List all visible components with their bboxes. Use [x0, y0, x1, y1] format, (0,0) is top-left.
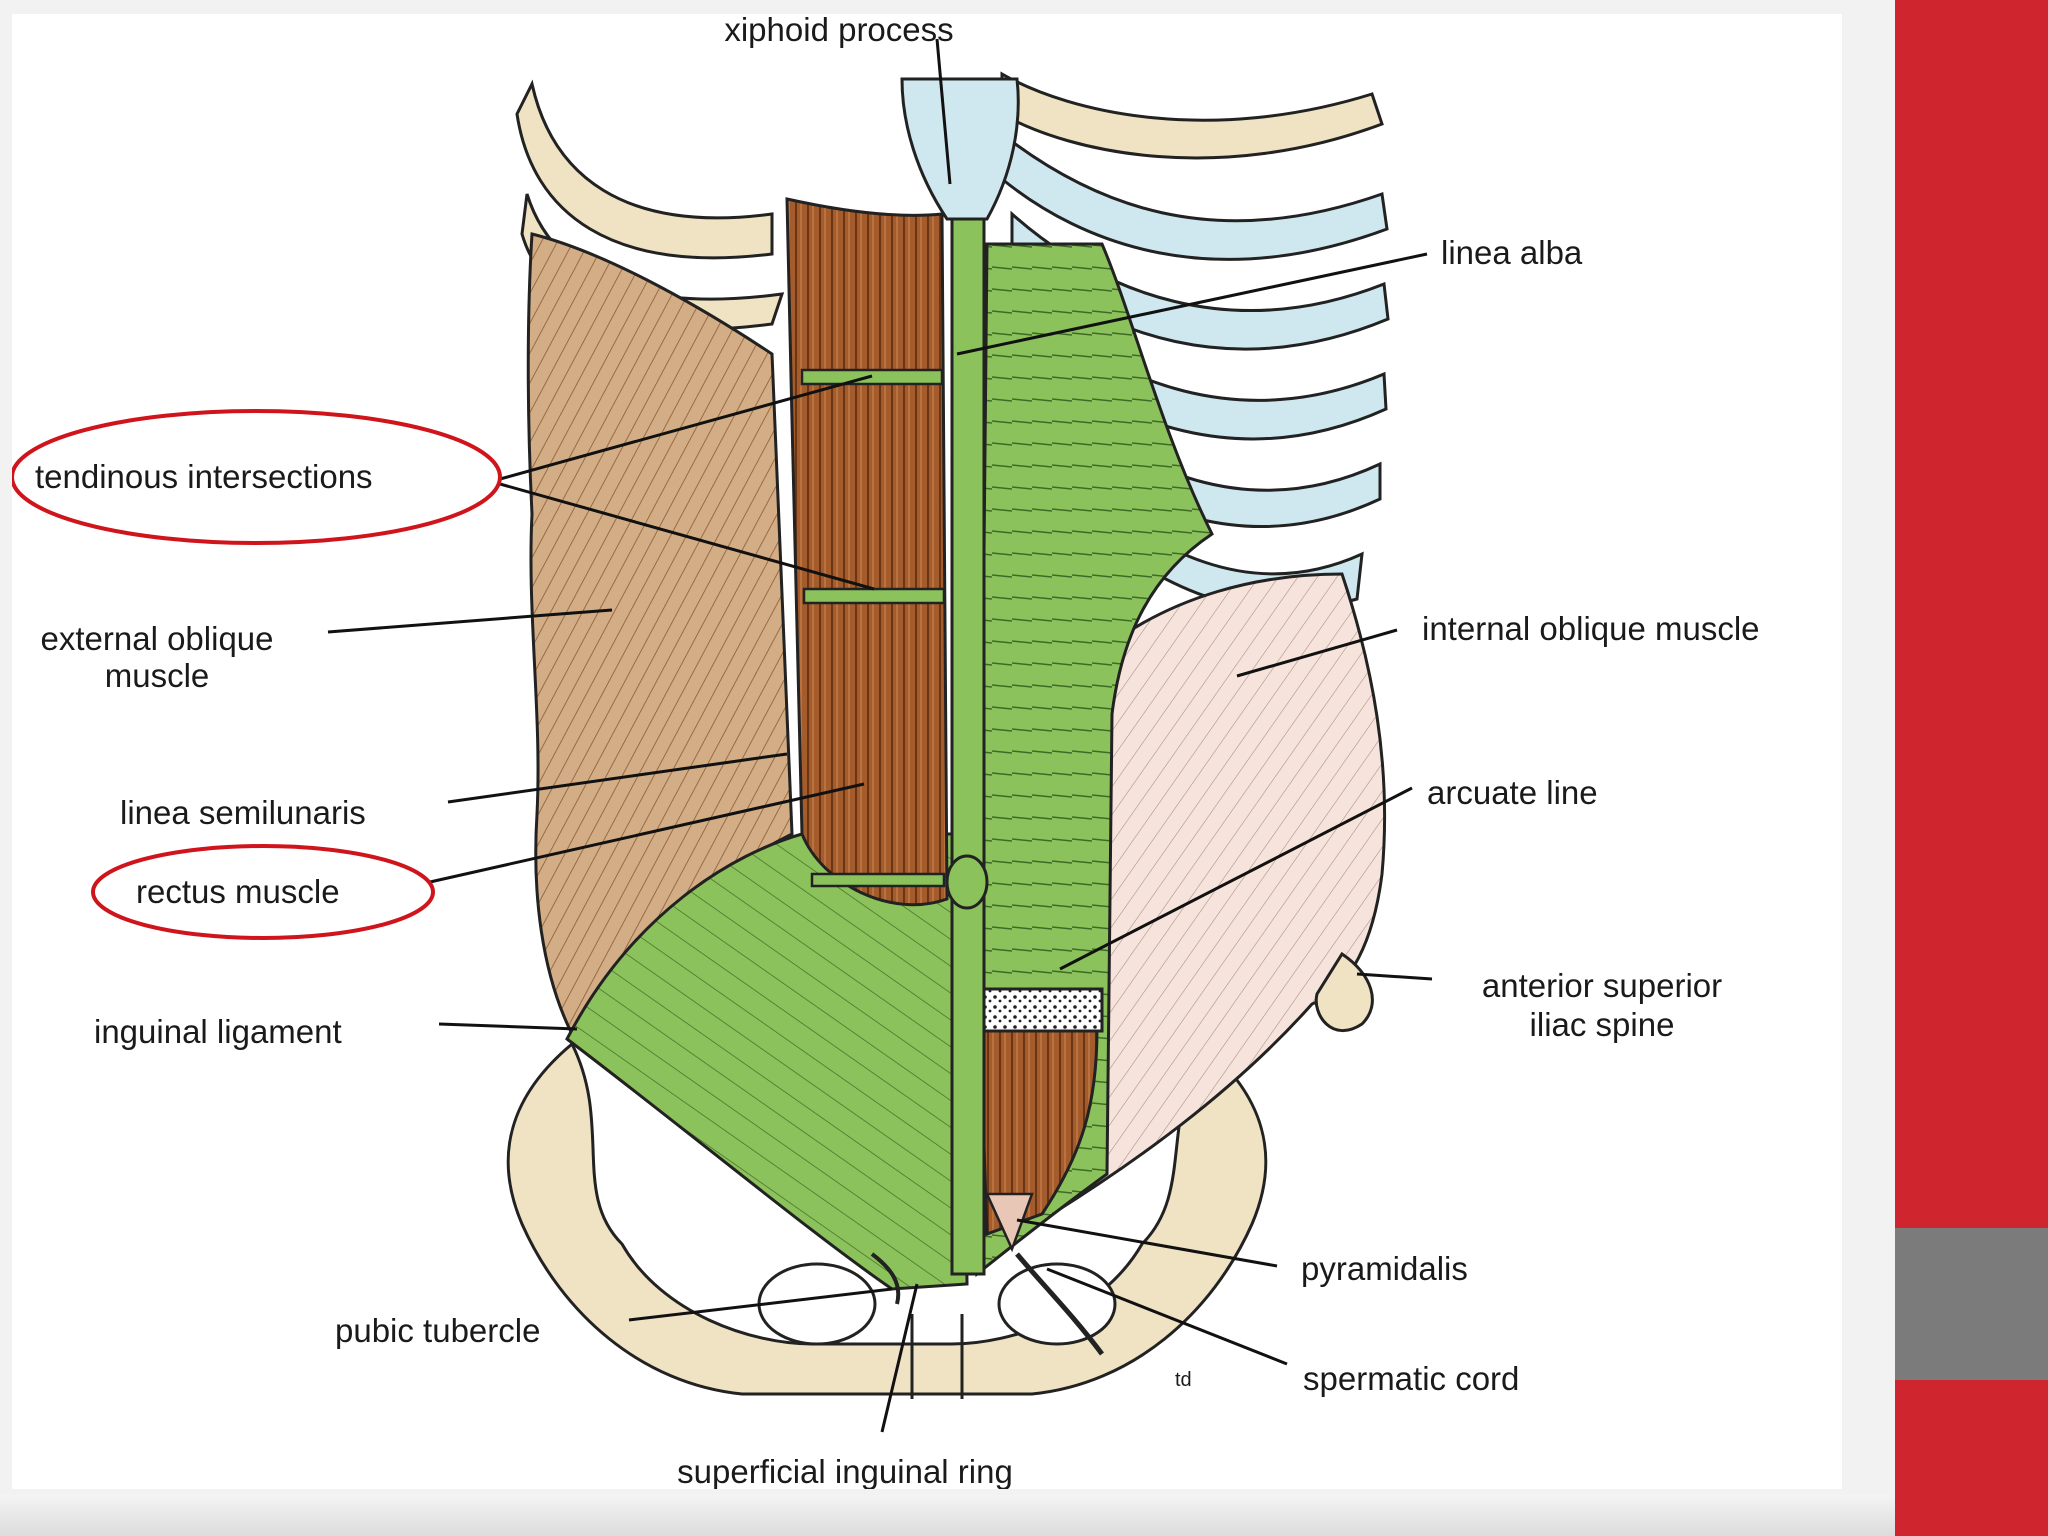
rectus-muscle-highlight-ring	[91, 844, 435, 940]
label-pyramidalis: pyramidalis	[1301, 1250, 1468, 1287]
tendinous-intersection-bands	[800, 368, 946, 888]
accent-gray-block	[1895, 1228, 2048, 1380]
label-spermatic-cord: spermatic cord	[1303, 1360, 1519, 1397]
external-oblique-muscle	[526, 232, 794, 1038]
rectus-lower-right	[978, 1027, 1099, 1237]
xiphoid-cartilage	[900, 77, 1020, 221]
arcuate-line-band	[975, 987, 1104, 1033]
rectus-muscle	[785, 197, 949, 907]
label-inguinal-ligament: inguinal ligament	[94, 1013, 342, 1050]
umbilicus	[945, 854, 989, 910]
label-asis-line1: anterior superior	[1482, 967, 1722, 1004]
leader-lines	[327, 38, 1433, 1433]
label-linea-semilunaris: linea semilunaris	[120, 794, 366, 831]
label-rectus-muscle: rectus muscle	[136, 873, 340, 910]
rectus-sheath-left	[565, 832, 969, 1291]
label-pubic-tubercle: pubic tubercle	[335, 1312, 540, 1349]
tendinous-intersections-highlight-ring	[10, 409, 502, 545]
label-tendinous-intersections: tendinous intersections	[35, 458, 373, 495]
slide-bottom-strip	[0, 1495, 1895, 1536]
label-linea-alba: linea alba	[1441, 234, 1583, 271]
label-arcuate-line: arcuate line	[1427, 774, 1598, 811]
superficial-ring-structure	[870, 1252, 901, 1305]
anatomy-figure: xiphoid process linea alba tendinous int…	[10, 11, 1842, 1490]
label-external-oblique-line2: muscle	[105, 657, 210, 694]
abdominal-wall-diagram: xiphoid process linea alba tendinous int…	[10, 11, 1760, 1490]
label-superficial-inguinal-ring: superficial inguinal ring	[677, 1453, 1013, 1489]
linea-alba	[950, 192, 986, 1276]
label-internal-oblique: internal oblique muscle	[1422, 610, 1760, 647]
spermatic-cord-structure	[1015, 1252, 1104, 1356]
label-asis-line2: iliac spine	[1530, 1006, 1675, 1043]
label-external-oblique-line1: external oblique	[41, 620, 274, 657]
label-xiphoid-process: xiphoid process	[724, 14, 953, 48]
label-artist-mark: td	[1175, 1369, 1192, 1391]
